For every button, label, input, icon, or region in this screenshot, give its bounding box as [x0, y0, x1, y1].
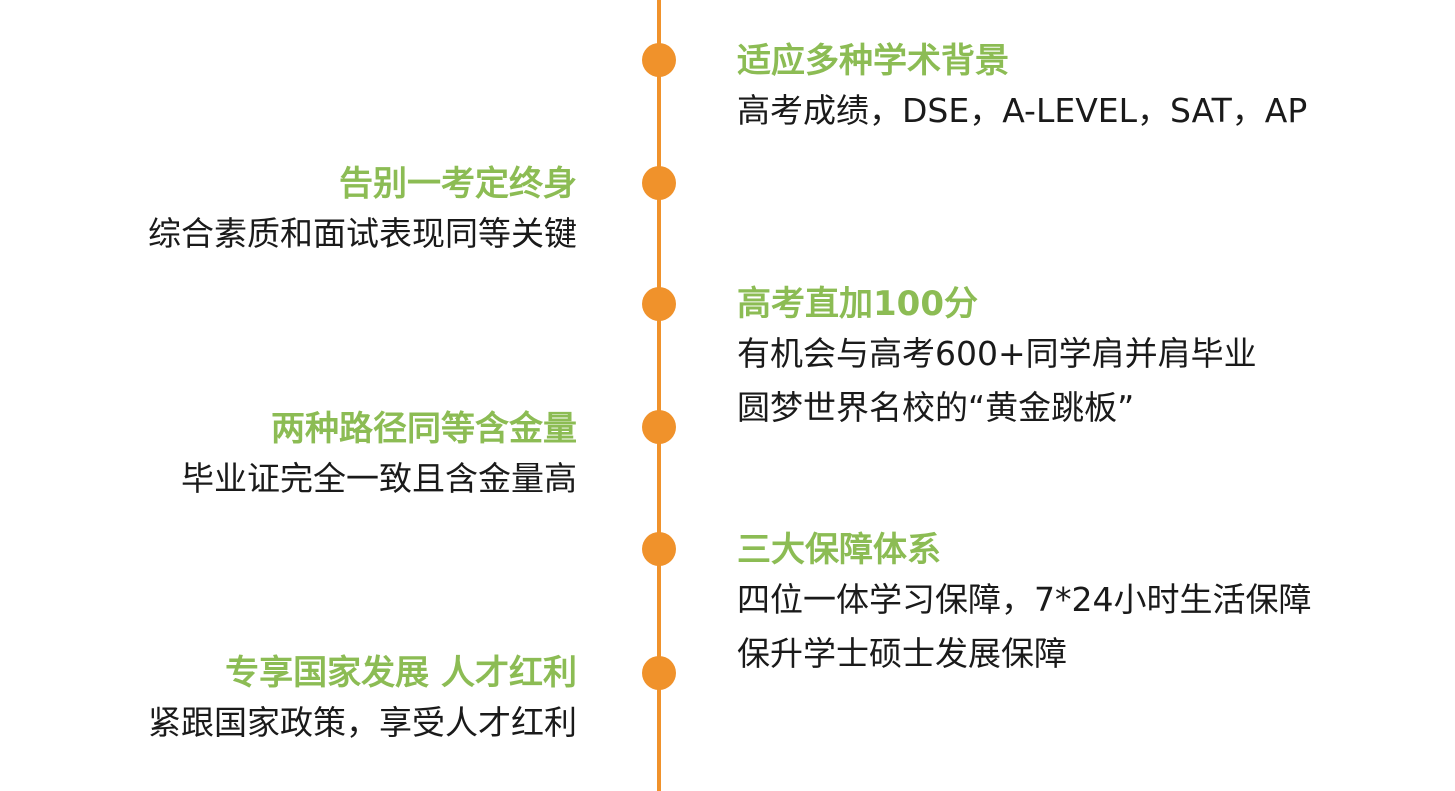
item-description: 综合素质和面试表现同等关键 — [148, 207, 577, 261]
item-description-line: 圆梦世界名校的“黄金跳板” — [737, 388, 1135, 427]
timeline-node — [642, 656, 676, 690]
timeline-node — [642, 532, 676, 566]
item-description: 有机会与高考600+同学肩并肩毕业 圆梦世界名校的“黄金跳板” — [737, 327, 1257, 435]
item-title: 专享国家发展 人才红利 — [225, 653, 577, 693]
timeline-item-three-guarantees: 三大保障体系 四位一体学习保障，7*24小时生活保障 保升学士硕士发展保障 — [737, 527, 1312, 681]
item-description: 高考成绩，DSE，A-LEVEL，SAT，AP — [737, 84, 1307, 138]
item-description-line: 四位一体学习保障，7*24小时生活保障 — [737, 580, 1312, 619]
item-title: 适应多种学术背景 — [737, 41, 1009, 81]
timeline-node — [642, 410, 676, 444]
timeline-node — [642, 43, 676, 77]
item-description-line: 有机会与高考600+同学肩并肩毕业 — [737, 334, 1257, 373]
item-title: 两种路径同等含金量 — [271, 409, 577, 449]
item-description-line: 毕业证完全一致且含金量高 — [181, 459, 577, 498]
timeline-node — [642, 287, 676, 321]
timeline-node — [642, 166, 676, 200]
item-title: 三大保障体系 — [737, 530, 941, 570]
item-description-line: 综合素质和面试表现同等关键 — [148, 214, 577, 253]
item-description: 紧跟国家政策，享受人才红利 — [148, 696, 577, 750]
item-description: 四位一体学习保障，7*24小时生活保障 保升学士硕士发展保障 — [737, 573, 1312, 681]
item-description-line: 高考成绩，DSE，A-LEVEL，SAT，AP — [737, 91, 1308, 130]
item-description: 毕业证完全一致且含金量高 — [181, 452, 577, 506]
item-title: 告别一考定终身 — [339, 164, 577, 204]
timeline-item-gaokao-bonus: 高考直加100分 有机会与高考600+同学肩并肩毕业 圆梦世界名校的“黄金跳板” — [737, 281, 1257, 435]
item-title: 高考直加100分 — [737, 284, 978, 324]
item-description-line: 紧跟国家政策，享受人才红利 — [148, 703, 577, 742]
item-description-line: 保升学士硕士发展保障 — [737, 634, 1067, 673]
timeline-item-talent-dividend: 专享国家发展 人才红利 紧跟国家政策，享受人才红利 — [148, 650, 577, 750]
timeline-item-equal-value-paths: 两种路径同等含金量 毕业证完全一致且含金量高 — [181, 406, 577, 506]
timeline-item-no-single-exam: 告别一考定终身 综合素质和面试表现同等关键 — [148, 161, 577, 261]
timeline-line — [657, 0, 661, 791]
timeline-item-academic-background: 适应多种学术背景 高考成绩，DSE，A-LEVEL，SAT，AP — [737, 38, 1307, 138]
